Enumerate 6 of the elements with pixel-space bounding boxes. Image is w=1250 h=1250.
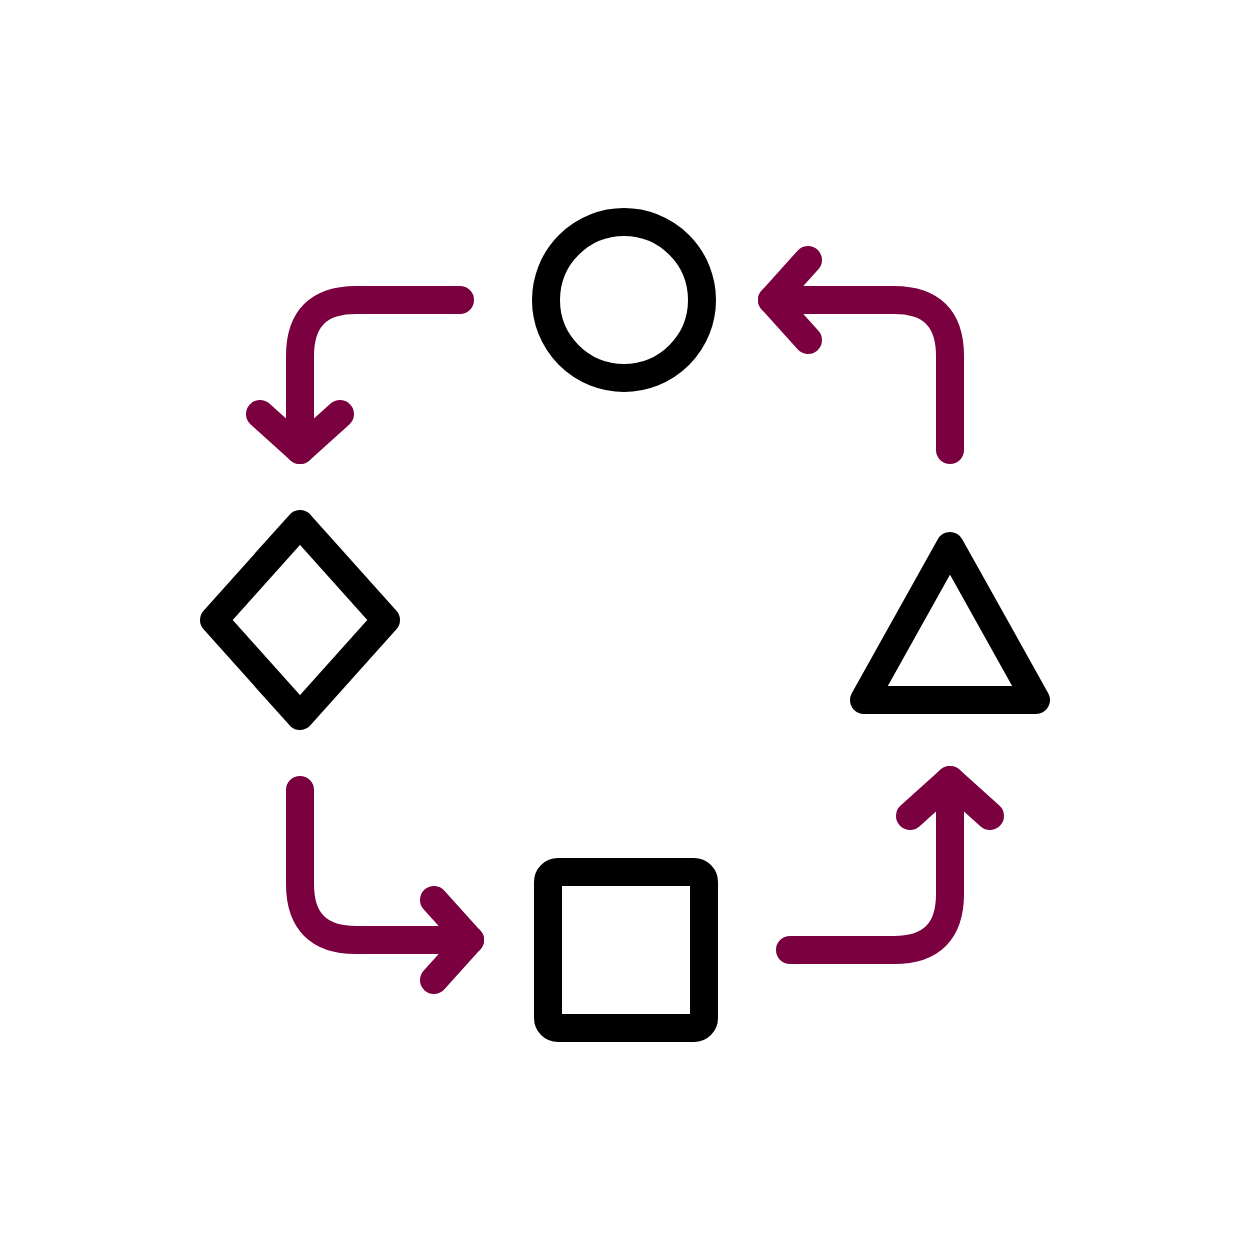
diamond-shape xyxy=(200,510,400,730)
circle-shape xyxy=(532,208,716,392)
arrow xyxy=(286,776,484,994)
arrow xyxy=(776,766,1004,964)
arrow xyxy=(246,286,474,464)
arrow xyxy=(758,246,964,464)
